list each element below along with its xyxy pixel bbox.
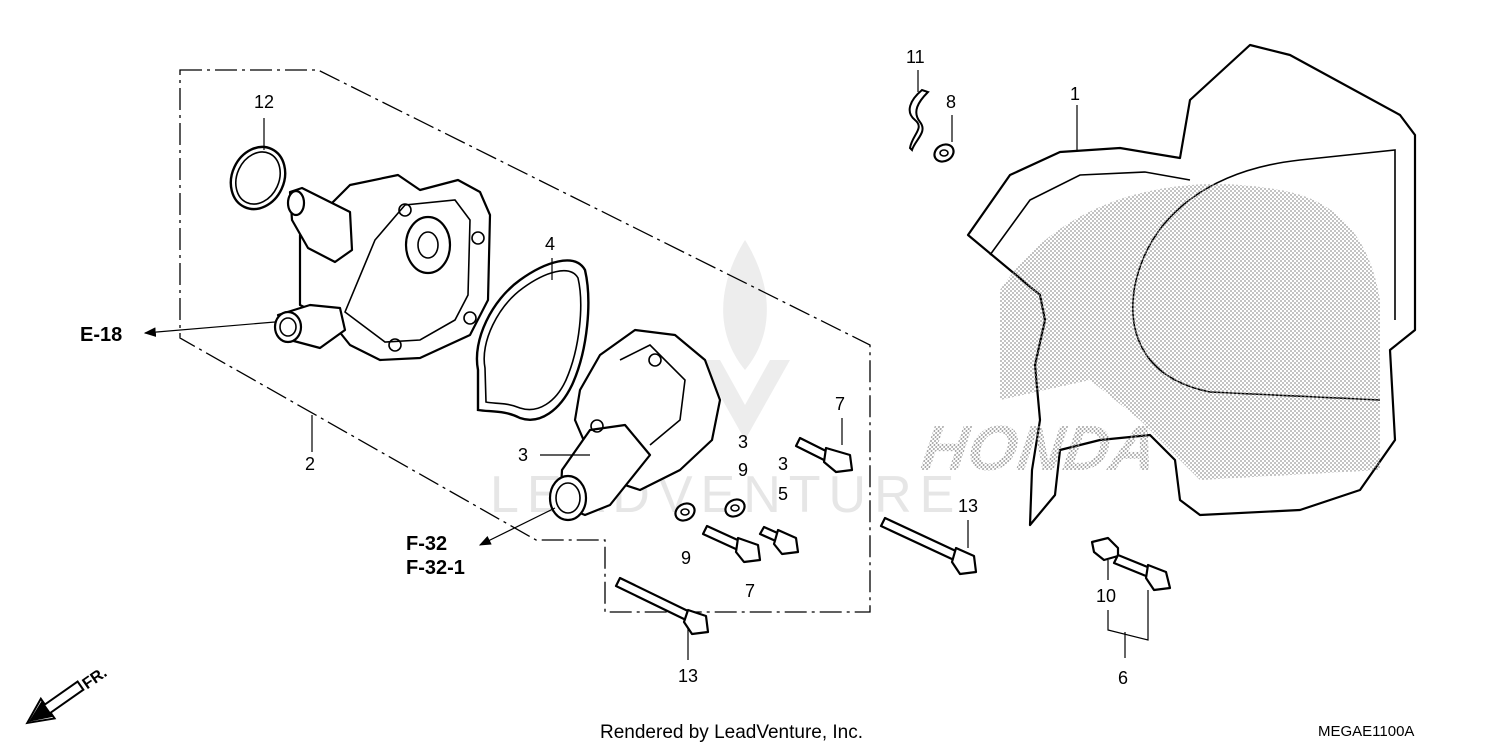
clip-11 (908, 88, 930, 152)
honda-logo-text: HONDA (917, 412, 1162, 484)
bolt-7-upper (794, 436, 854, 474)
washer-9-a (674, 502, 696, 522)
callout-7-b: 7 (745, 581, 755, 601)
ref-f32[interactable]: F-32 (406, 533, 447, 555)
callout-8: 8 (946, 92, 956, 112)
gasket-4-inner (483, 270, 582, 411)
callout-6: 6 (1118, 668, 1128, 688)
bolt-13-right (879, 516, 978, 576)
ref-e18[interactable]: E-18 (80, 324, 122, 346)
bolt-5 (758, 525, 800, 556)
front-label: FR. (79, 664, 110, 693)
callout-12: 12 (254, 92, 274, 112)
callout-13-b: 13 (678, 666, 698, 686)
callout-3-a: 3 (518, 445, 528, 465)
callout-2: 2 (305, 454, 315, 474)
bolt-13-lower (614, 576, 710, 636)
ref-f32-1[interactable]: F-32-1 (406, 557, 465, 579)
leader-lines (143, 70, 1149, 660)
callout-5: 5 (778, 484, 788, 504)
callout-9-a: 9 (738, 460, 748, 480)
collar-10 (1090, 536, 1120, 562)
callout-3-c: 3 (778, 454, 788, 474)
callout-13-a: 13 (958, 496, 978, 516)
front-arrow-icon: FR. (25, 664, 110, 725)
bolt-6 (1112, 553, 1172, 592)
rendered-by-text: Rendered by LeadVenture, Inc. (600, 722, 863, 743)
callout-7-a: 7 (835, 394, 845, 414)
callout-11: 11 (906, 47, 925, 67)
diagram-code: MEGAE1100A (1318, 723, 1414, 740)
assembly-outline (179, 69, 871, 613)
callout-10: 10 (1096, 586, 1116, 606)
callout-1: 1 (1070, 84, 1080, 104)
washer-8 (933, 143, 955, 163)
o-ring-12 (229, 145, 287, 211)
cover-1: HONDA (917, 43, 1417, 527)
gasket-4 (475, 259, 590, 421)
water-pump-assembly (273, 173, 492, 362)
bolt-7-lower (701, 524, 762, 564)
water-outlet-housing (548, 328, 722, 522)
washer-9-b (724, 498, 746, 518)
callout-4: 4 (545, 234, 555, 254)
callout-3-b: 3 (738, 432, 748, 452)
callout-9-b: 9 (681, 548, 691, 568)
